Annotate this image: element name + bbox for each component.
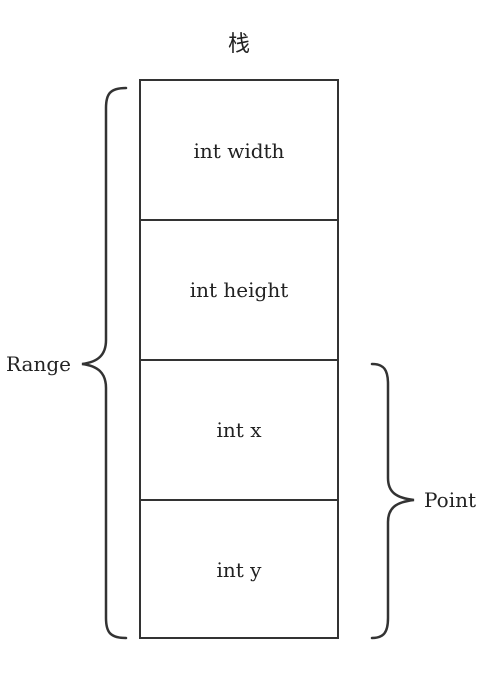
point-brace — [370, 362, 415, 640]
point-label: Point — [424, 488, 477, 512]
range-label: Range — [6, 352, 71, 376]
stack-box: int width int height int x int y — [139, 79, 339, 639]
range-brace — [81, 86, 128, 640]
stack-title-text: 栈 — [227, 32, 250, 57]
stack-cell-height: int height — [141, 219, 337, 359]
stack-cell-x: int x — [141, 359, 337, 499]
stack-cell-width: int width — [193, 139, 285, 163]
stack-cell-y: int y — [141, 499, 337, 639]
